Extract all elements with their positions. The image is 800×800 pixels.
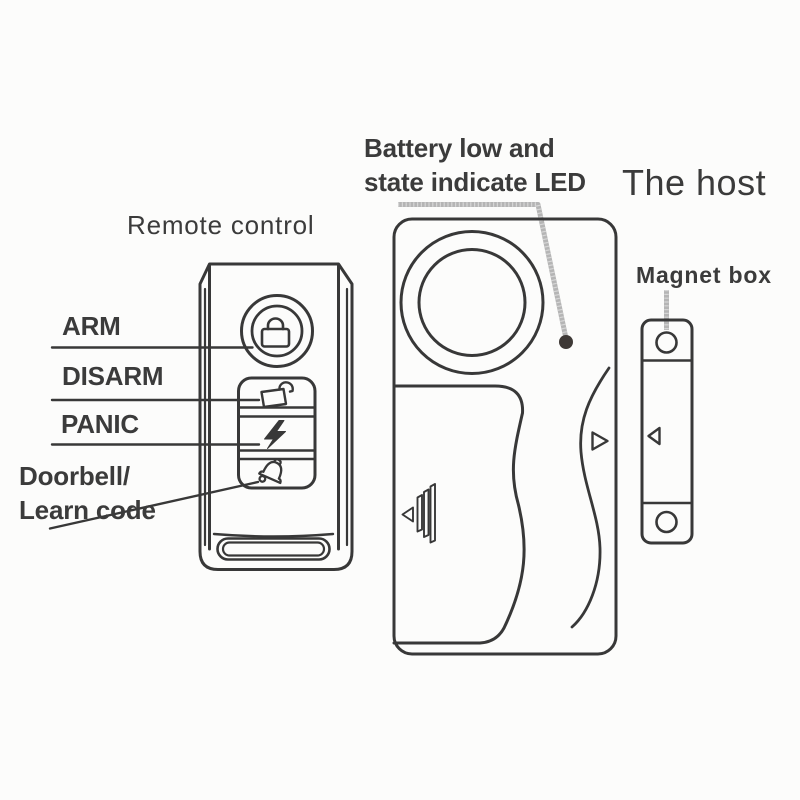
host-outline bbox=[392, 217, 618, 656]
battery-led-leader-texture bbox=[398, 202, 669, 337]
arm-label: ARM bbox=[62, 311, 121, 341]
lightning-icon bbox=[264, 420, 286, 449]
led-dot-icon bbox=[559, 335, 573, 349]
screw-hole-icon-top bbox=[655, 331, 678, 354]
magnet-box-label: Magnet box bbox=[636, 262, 772, 288]
triangle-left-icon bbox=[647, 426, 661, 446]
bell-icon bbox=[258, 458, 283, 485]
triangle-right-icon bbox=[591, 431, 609, 451]
arm-button-outer-ring bbox=[240, 294, 314, 368]
battery-led-leader-line bbox=[398, 202, 568, 337]
magnet-box-device bbox=[640, 318, 694, 545]
unlock-icon bbox=[260, 381, 294, 409]
remote-bottom-seam bbox=[212, 532, 335, 538]
host-battery-panel bbox=[392, 384, 526, 645]
doorbell-learn-code-label: Doorbell/ Learn code bbox=[19, 461, 156, 525]
remote-outer-silhouette bbox=[198, 262, 354, 571]
arm-button bbox=[240, 294, 314, 368]
panic-label: PANIC bbox=[61, 409, 139, 439]
disarm-label: DISARM bbox=[62, 361, 164, 391]
arm-button-inner-ring bbox=[250, 304, 304, 358]
remote-slot-outer bbox=[216, 537, 331, 561]
button-group-outline bbox=[237, 376, 317, 490]
screw-hole-icon-bottom bbox=[655, 510, 678, 534]
host-device bbox=[392, 217, 618, 656]
remote-slot-inner bbox=[221, 541, 326, 557]
remote-control-label: Remote control bbox=[127, 210, 315, 240]
leader-lines bbox=[48, 346, 261, 530]
battery-led-label: Battery low and state indicate LED bbox=[364, 133, 586, 197]
host-label: The host bbox=[622, 162, 767, 203]
remote-button-group bbox=[237, 376, 317, 490]
host-slide-wave bbox=[570, 366, 611, 629]
volume-ridges-icon bbox=[401, 483, 436, 544]
magnet-box-outline bbox=[640, 318, 694, 545]
gray-leader-lines bbox=[398, 202, 669, 337]
speaker-rings-icon bbox=[399, 230, 545, 375]
doorbell-leader-line bbox=[48, 480, 260, 530]
lock-icon bbox=[260, 317, 291, 348]
remote-control-device bbox=[198, 262, 354, 571]
